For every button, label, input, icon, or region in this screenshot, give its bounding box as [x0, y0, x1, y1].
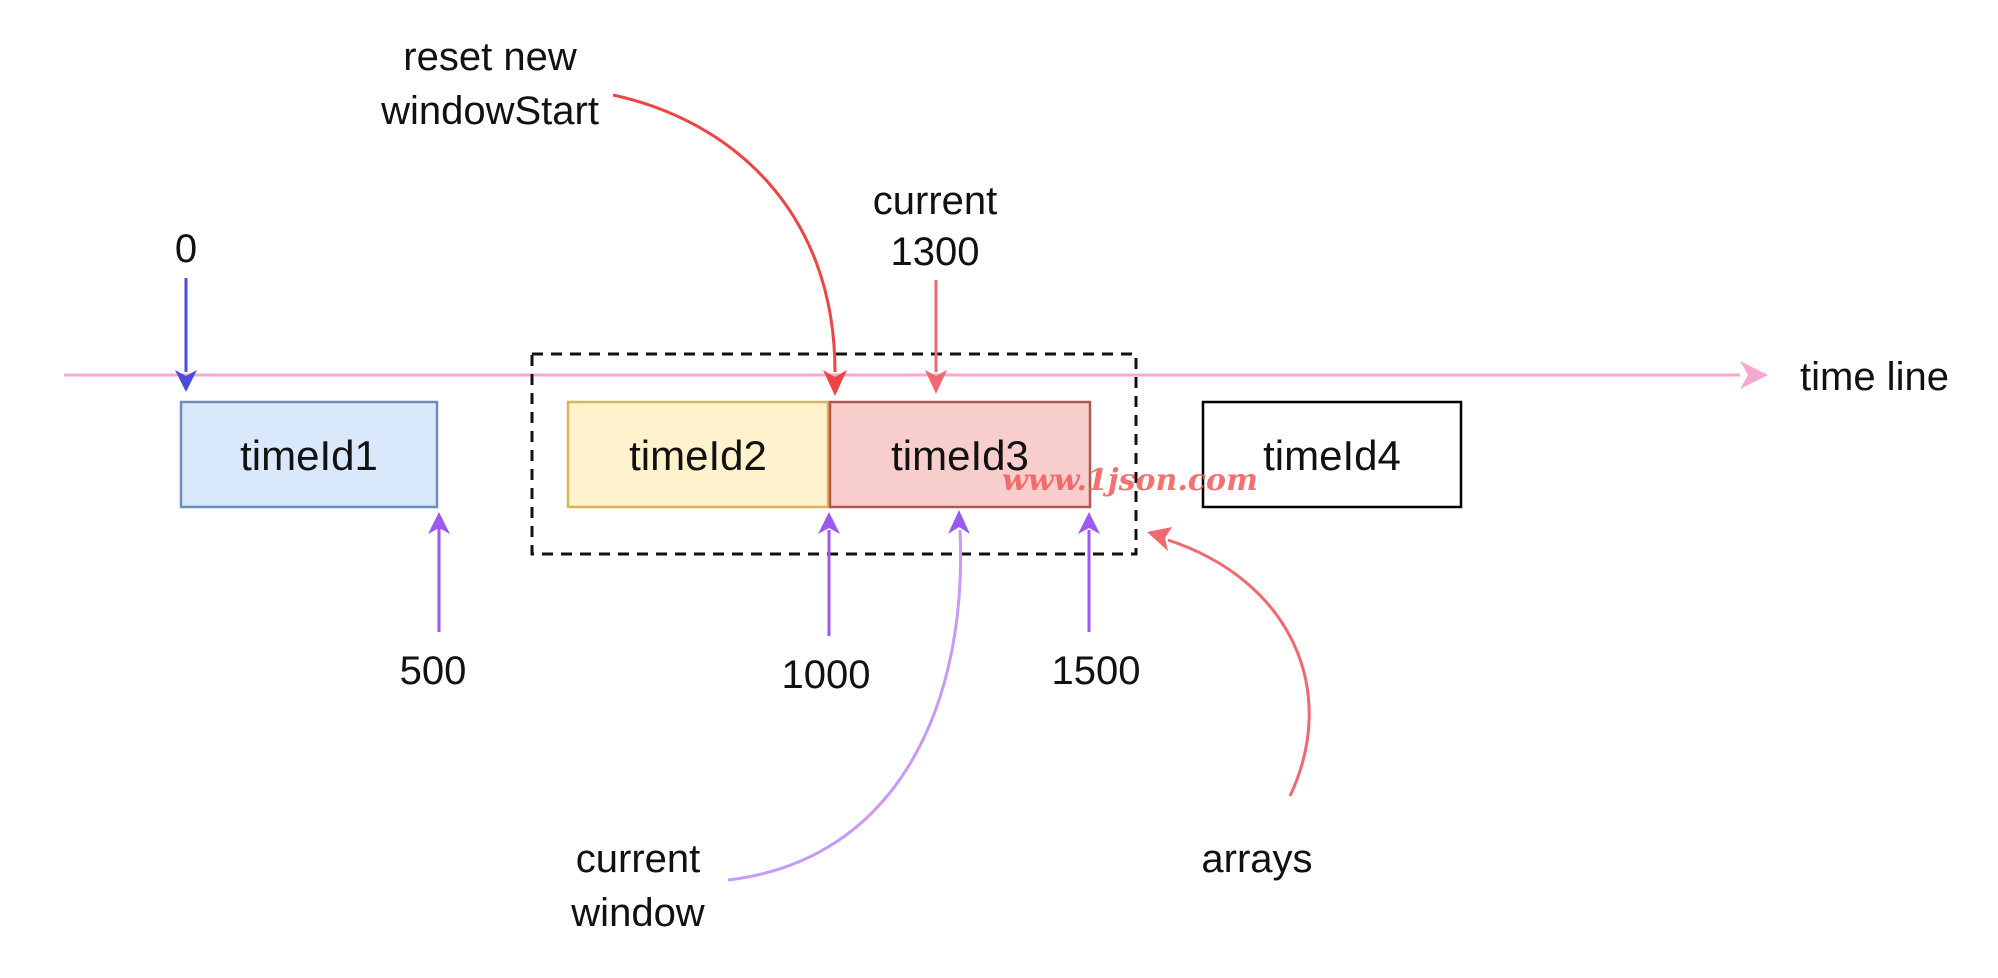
timeline-arrowhead — [1740, 361, 1768, 389]
box-timeid4-label: timeId4 — [1263, 432, 1401, 479]
box-timeid1-label: timeId1 — [240, 432, 378, 479]
arrow-1000 — [818, 512, 840, 636]
tick-label-1000: 1000 — [782, 653, 871, 697]
arrow-reset-windowstart — [612, 93, 847, 396]
watermark-text: www.1json.com — [1002, 463, 1258, 498]
current-window-label-line2: window — [570, 891, 705, 935]
arrow-current-1300 — [925, 280, 947, 394]
current-1300-label-line2: 1300 — [891, 230, 980, 274]
current-1300-label-line1: current — [873, 179, 998, 223]
box-timeid2: timeId2 — [566, 400, 830, 509]
tick-label-500: 500 — [400, 649, 467, 693]
box-timeid3-label: timeId3 — [891, 432, 1029, 479]
box-timeid1: timeId1 — [179, 400, 439, 509]
tick-label-1500: 1500 — [1052, 649, 1141, 693]
arrays-dashed-border — [530, 352, 1138, 556]
reset-label-line2: windowStart — [380, 89, 599, 133]
arrow-0 — [175, 278, 197, 392]
arrays-label: arrays — [1201, 837, 1312, 881]
arrow-current-window — [727, 510, 970, 882]
tick-label-0: 0 — [175, 227, 197, 271]
current-window-label-line1: current — [576, 837, 701, 881]
box-timeid3: timeId3 — [828, 400, 1092, 509]
arrow-1500 — [1078, 512, 1100, 632]
box-timeid2-label: timeId2 — [629, 432, 767, 479]
reset-label-line1: reset new — [403, 35, 577, 79]
timeline-label: time line — [1800, 355, 1949, 399]
arrow-500 — [428, 512, 450, 632]
arrow-arrays — [1147, 527, 1311, 797]
box-timeid4: timeId4 — [1201, 400, 1463, 509]
